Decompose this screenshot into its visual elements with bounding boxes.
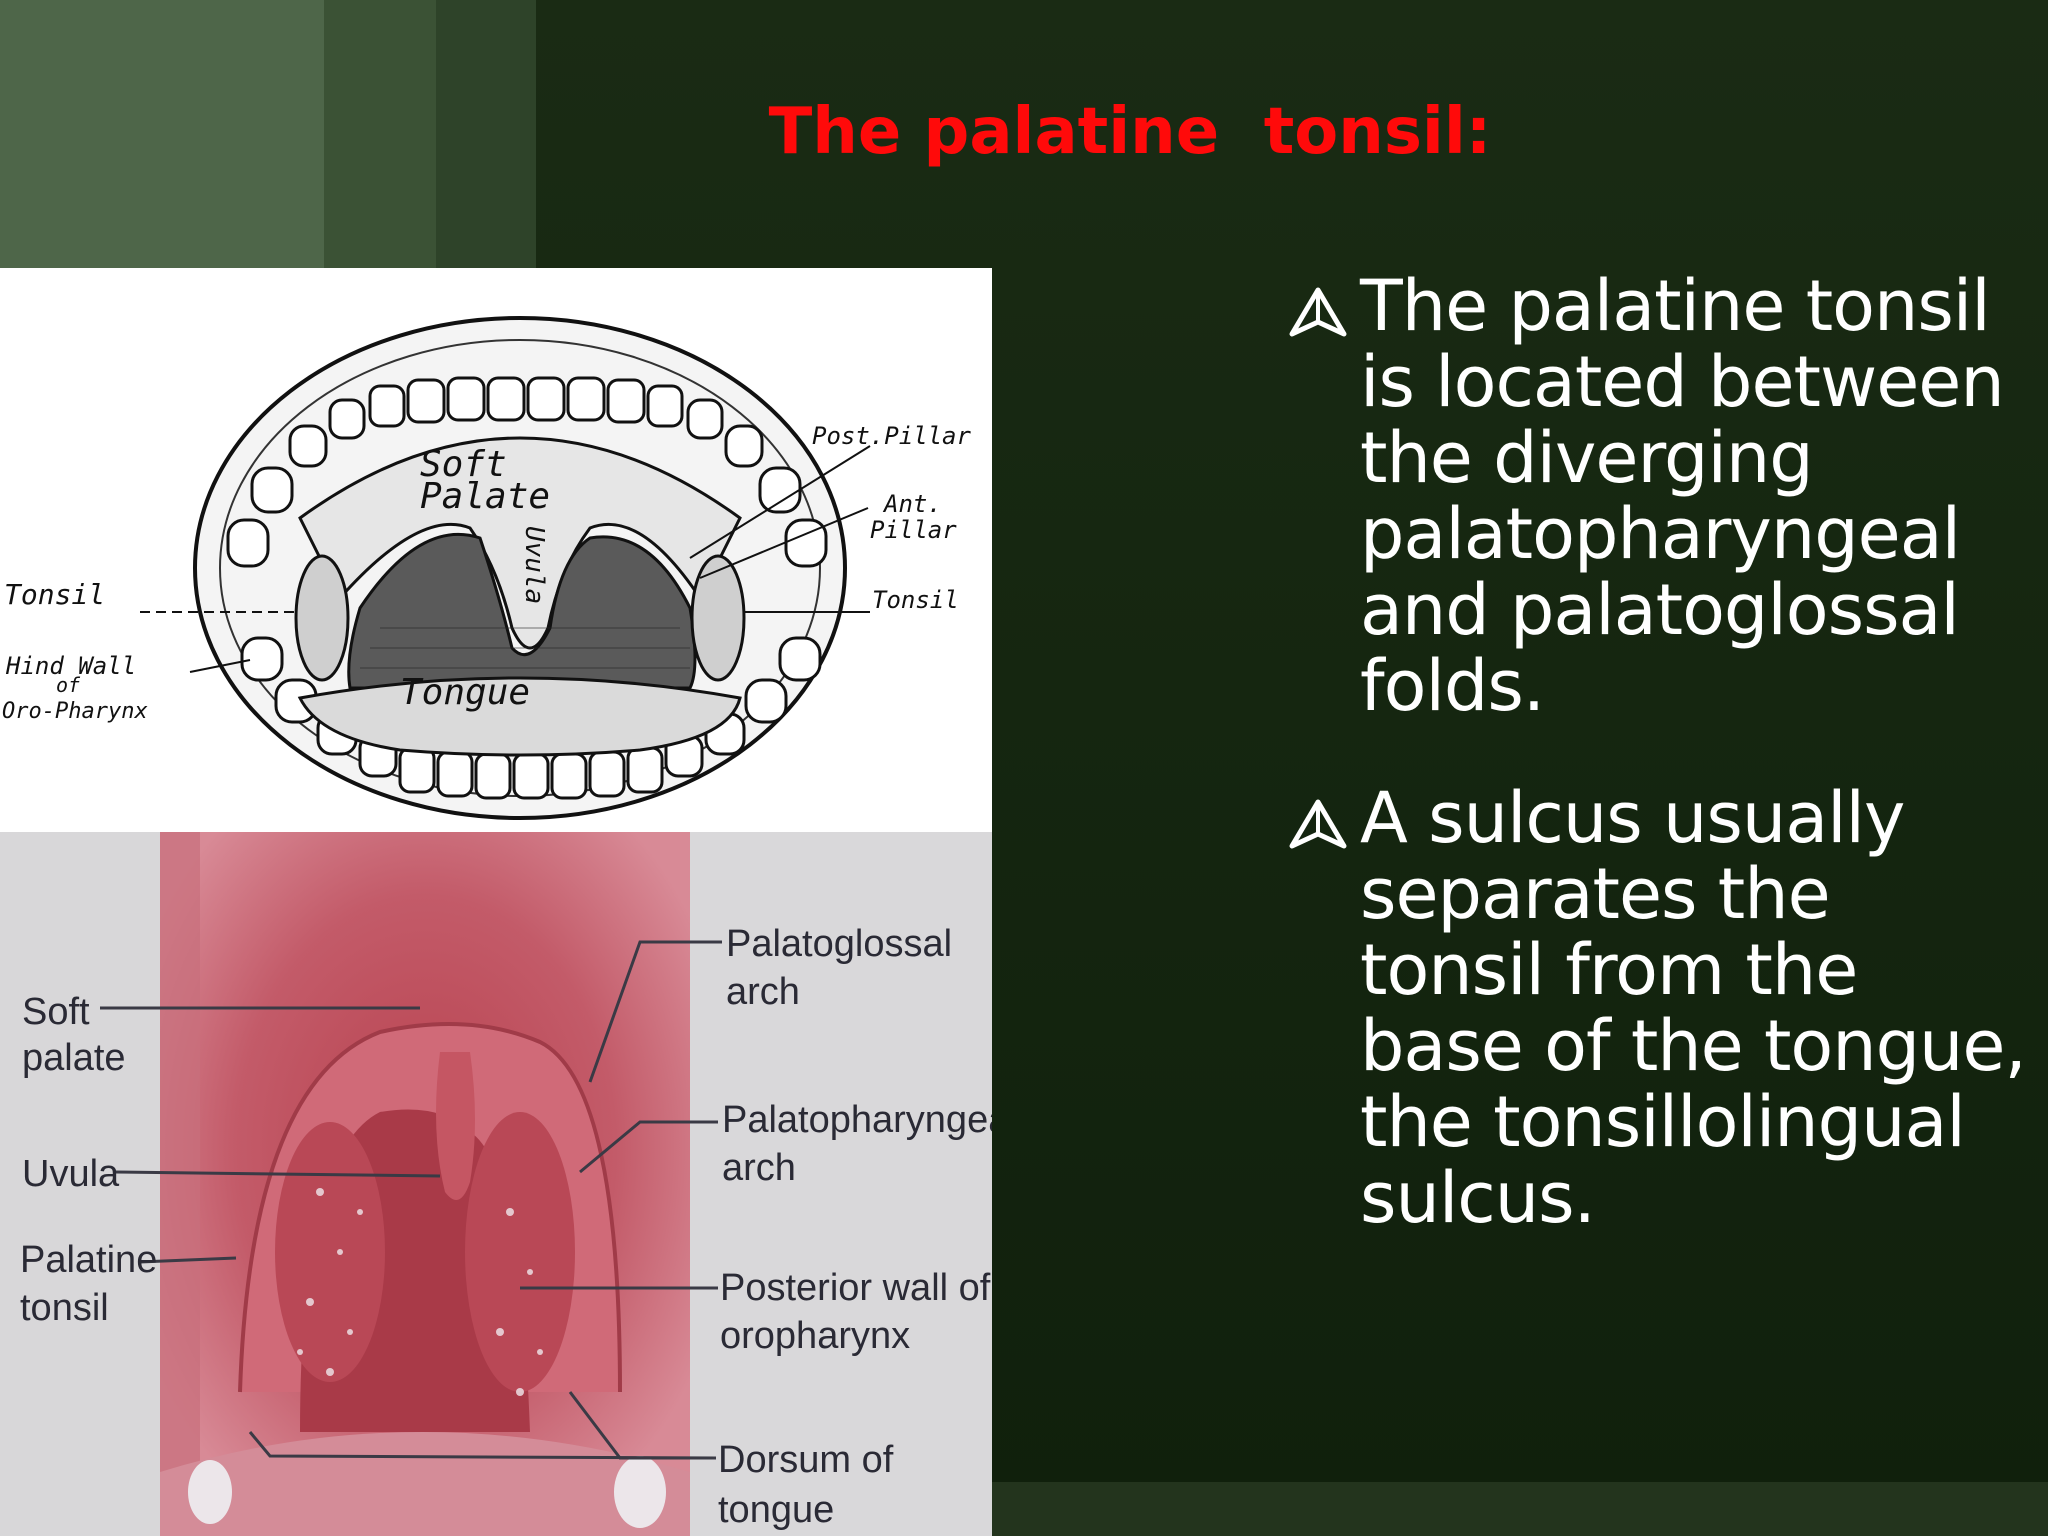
drawing-label-uvula: Uvula: [519, 526, 549, 604]
arrow-bullet-icon: [1288, 268, 1360, 354]
drawing-label-palate: Palate: [420, 476, 550, 517]
photo-label-oropharynx: oropharynx: [720, 1315, 910, 1357]
photo-label-posterior-wall: Posterior wall of: [720, 1267, 991, 1309]
bullet-item: A sulcus usually separates the tonsil fr…: [1288, 780, 2028, 1236]
arrow-bullet-icon: [1288, 780, 1360, 866]
photo-label-soft: Soft: [22, 991, 90, 1033]
drawing-label-hind-wall: Hind Wall: [5, 652, 136, 680]
bullet-text: A sulcus usually separates the tonsil fr…: [1360, 777, 2027, 1239]
photo-label-dorsum: Dorsum of: [718, 1439, 894, 1481]
decor-band: [324, 0, 436, 268]
bullet-list: The palatine tonsil is located between t…: [1288, 268, 2028, 1292]
drawing-label-oro-pharynx: Oro-Pharynx: [2, 699, 148, 724]
photo-label-uvula: Uvula: [22, 1153, 120, 1195]
photo-label-tonsil: tonsil: [20, 1287, 109, 1329]
drawing-label-tongue: Tongue: [400, 672, 530, 713]
drawing-label-of: of: [56, 673, 81, 697]
photo-label-palate: palate: [22, 1037, 126, 1079]
decor-band: [436, 0, 536, 268]
decor-band: [0, 0, 324, 268]
bullet-text: The palatine tonsil is located between t…: [1360, 265, 2005, 727]
drawing-label-ant: Ant.: [882, 490, 942, 518]
mouth-drawing: Soft Palate Uvula Tongue Tonsil Hind Wal…: [0, 268, 992, 832]
drawing-label-tonsil-left: Tonsil: [4, 578, 105, 611]
drawing-label-soft: Soft: [420, 444, 507, 485]
decor-bottom-strip: [990, 1482, 2048, 1536]
photo-label-arch2: arch: [722, 1147, 796, 1189]
photo-label-tongue: tongue: [718, 1489, 834, 1531]
drawing-label-post-pillar: Post.Pillar: [812, 422, 971, 450]
drawing-label-pillar: Pillar: [870, 516, 957, 544]
oropharynx-photo: Soft palate Uvula Palatine tonsil Palato…: [0, 832, 992, 1536]
photo-label-palatopharyngeal: Palatopharyngeal: [722, 1099, 992, 1141]
bullet-item: The palatine tonsil is located between t…: [1288, 268, 2028, 724]
photo-label-palatine: Palatine: [20, 1239, 157, 1281]
photo-label-arch1: arch: [726, 971, 800, 1013]
drawing-label-tonsil-right: Tonsil: [872, 586, 959, 614]
photo-label-palatoglossal: Palatoglossal: [726, 923, 952, 965]
slide-title: The palatine tonsil:: [768, 95, 1492, 169]
